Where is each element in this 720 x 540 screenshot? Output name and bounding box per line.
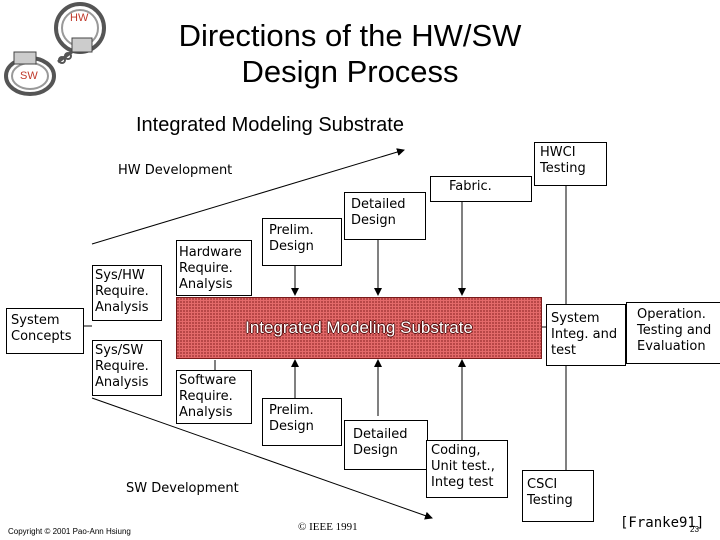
detailed-design-hw-box: Detailed Design <box>344 192 426 240</box>
fabric-box: Fabric. <box>430 176 532 202</box>
logo-sw-text: SW <box>20 70 38 82</box>
prelim-design-sw-box: Prelim. Design <box>262 398 342 446</box>
coding-box: Coding, Unit test., Integ test <box>426 440 508 498</box>
sw-development-label: SW Development <box>126 481 239 496</box>
hw-development-label: HW Development <box>118 163 233 178</box>
copyright-text: Copyright © 2001 Pao-Ann Hsiung <box>8 527 131 536</box>
sys-sw-req-box: Sys/SW Require. Analysis <box>92 340 162 396</box>
software-req-box: Software Require. Analysis <box>176 370 252 424</box>
substrate-label: Integrated Modeling Substrate <box>245 318 473 337</box>
sys-hw-req-box: Sys/HW Require. Analysis <box>92 265 162 321</box>
page-subtitle: Integrated Modeling Substrate <box>136 114 404 136</box>
title-line-1: Directions of the HW/SW <box>178 18 522 53</box>
handcuffs-icon <box>4 2 106 96</box>
logo-hw-text: HW <box>70 12 89 24</box>
system-concepts-box: System Concepts <box>6 308 84 354</box>
integrated-modeling-substrate-bar: Integrated Modeling Substrate <box>176 297 542 359</box>
hardware-req-box: Hardware Require. Analysis <box>176 240 252 296</box>
hwci-testing-box: HWCI Testing <box>534 142 607 186</box>
logo: HW SW <box>0 0 110 100</box>
csci-testing-box: CSCI Testing <box>522 470 594 522</box>
page-number: 23 <box>690 525 699 534</box>
operation-box: Operation. Testing and Evaluation <box>626 302 720 364</box>
system-integ-box: System Integ. and test <box>546 304 626 366</box>
ieee-copyright: © IEEE 1991 <box>298 521 358 533</box>
citation: [Franke91] <box>620 515 705 531</box>
page-title: Directions of the HW/SW Design Process <box>130 18 570 90</box>
prelim-design-hw-box: Prelim. Design <box>262 218 342 266</box>
detailed-design-sw-box: Detailed Design <box>344 420 428 470</box>
title-line-2: Design Process <box>241 54 459 89</box>
